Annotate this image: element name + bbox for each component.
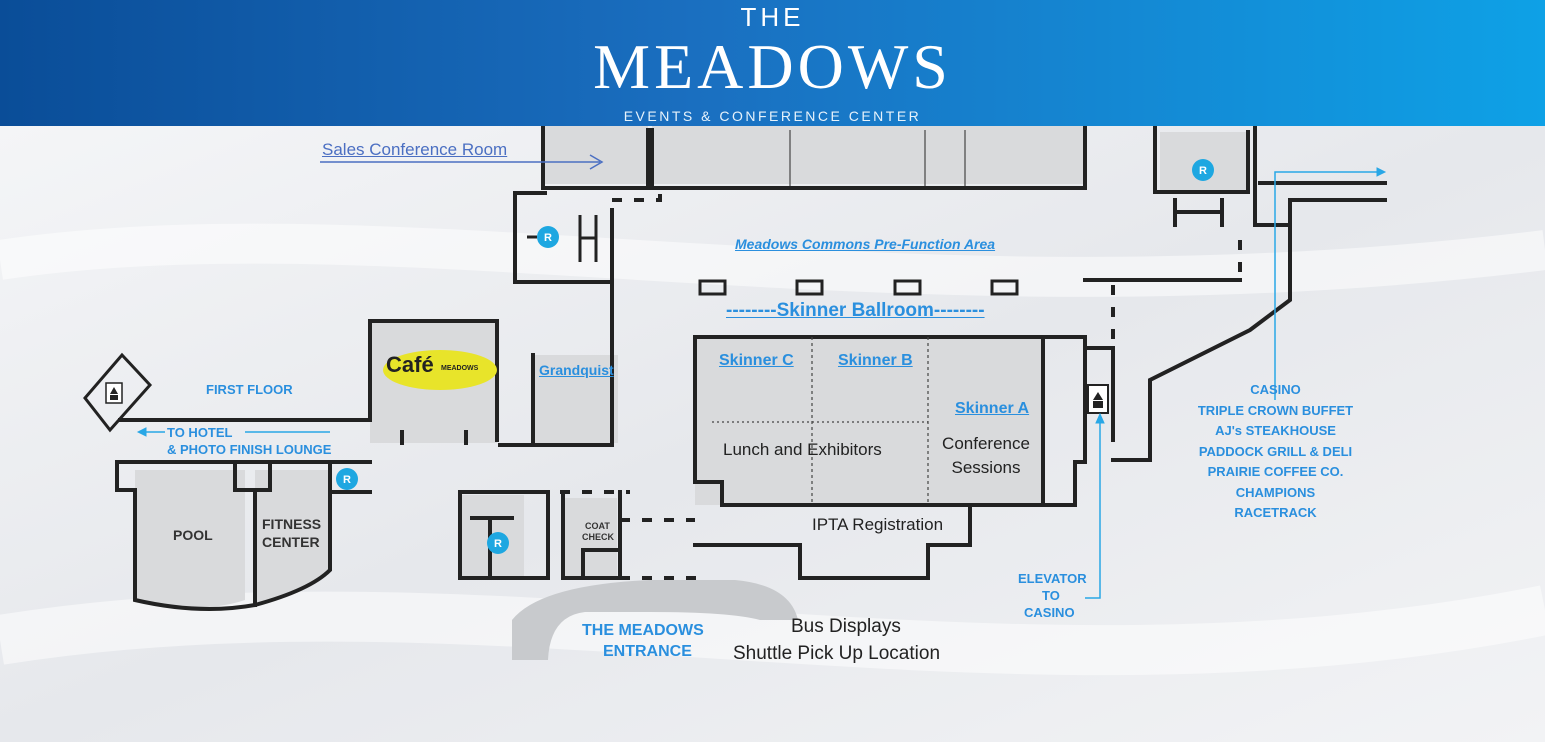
stairs bbox=[83, 215, 598, 433]
svg-text:R: R bbox=[343, 474, 351, 486]
ipta-registration-label: IPTA Registration bbox=[812, 515, 944, 534]
bus-displays-label: Bus Displays bbox=[791, 616, 901, 637]
elevator-to-label: TO bbox=[1042, 588, 1060, 603]
skinner-a-label[interactable]: Skinner A bbox=[955, 400, 1030, 417]
header-title: MEADOWS bbox=[593, 31, 952, 102]
casino-list-item: AJ's STEAKHOUSE bbox=[1215, 423, 1336, 438]
skinner-ballroom-title[interactable]: --------Skinner Ballroom-------- bbox=[726, 300, 985, 321]
casino-list-item: RACETRACK bbox=[1234, 505, 1317, 520]
svg-text:R: R bbox=[494, 538, 502, 550]
svg-text:R: R bbox=[1199, 165, 1207, 177]
casino-list: CASINO TRIPLE CROWN BUFFET AJ's STEAKHOU… bbox=[1178, 380, 1373, 524]
casino-list-item: PADDOCK GRILL & DELI bbox=[1198, 443, 1353, 459]
elevator-casino-label: CASINO bbox=[1024, 605, 1075, 620]
elevator-label: ELEVATOR bbox=[1018, 571, 1087, 586]
header-the: THE bbox=[740, 2, 805, 32]
coat-label: COAT bbox=[585, 521, 610, 531]
casino-list-item: PRAIRIE COFFEE CO. bbox=[1207, 464, 1344, 479]
pillars bbox=[698, 279, 1019, 296]
casino-list-item: TRIPLE CROWN BUFFET bbox=[1197, 402, 1354, 418]
skinner-b-label[interactable]: Skinner B bbox=[838, 352, 913, 369]
first-floor-label: FIRST FLOOR bbox=[206, 382, 293, 397]
check-label: CHECK bbox=[582, 532, 615, 542]
doorways bbox=[560, 188, 1242, 580]
entrance-label: ENTRANCE bbox=[603, 643, 692, 660]
casino-list-item: CASINO bbox=[1250, 382, 1301, 397]
cafe-small-label: MEADOWS bbox=[441, 365, 479, 372]
arrow-icon bbox=[136, 154, 1387, 599]
header-banner: THE MEADOWS EVENTS & CONFERENCE CENTER bbox=[0, 0, 1545, 126]
photo-finish-lounge-label: & PHOTO FINISH LOUNGE bbox=[167, 442, 332, 457]
center-label: CENTER bbox=[262, 534, 320, 550]
grandquist-label[interactable]: Grandquist bbox=[539, 362, 614, 378]
header-subtitle: EVENTS & CONFERENCE CENTER bbox=[623, 108, 922, 124]
entrance-title-label: THE MEADOWS bbox=[582, 622, 704, 639]
conference-sessions-label: Conference Sessions bbox=[942, 434, 1030, 477]
fitness-label: FITNESS bbox=[262, 516, 322, 532]
pool-label: POOL bbox=[173, 527, 213, 543]
pre-function-area-label[interactable]: Meadows Commons Pre-Function Area bbox=[735, 236, 996, 252]
entrance-driveway bbox=[512, 580, 798, 660]
restroom-icon bbox=[336, 159, 1214, 554]
cafe-oval bbox=[383, 350, 497, 390]
elevator-icon bbox=[105, 382, 1109, 414]
lunch-exhibitors-label: Lunch and Exhibitors bbox=[723, 440, 882, 459]
walls bbox=[115, 126, 1387, 611]
cafe-label: Café bbox=[386, 352, 434, 377]
casino-list-item: CHAMPIONS bbox=[1235, 484, 1316, 500]
shuttle-label: Shuttle Pick Up Location bbox=[733, 643, 941, 664]
floor-plan: R R R R bbox=[0, 126, 1545, 742]
skinner-c-label[interactable]: Skinner C bbox=[719, 352, 794, 369]
to-hotel-label: TO HOTEL bbox=[167, 425, 233, 440]
svg-text:R: R bbox=[544, 232, 552, 244]
sales-conference-room-link[interactable]: Sales Conference Room bbox=[322, 140, 508, 159]
ballroom-partitions bbox=[712, 130, 966, 505]
